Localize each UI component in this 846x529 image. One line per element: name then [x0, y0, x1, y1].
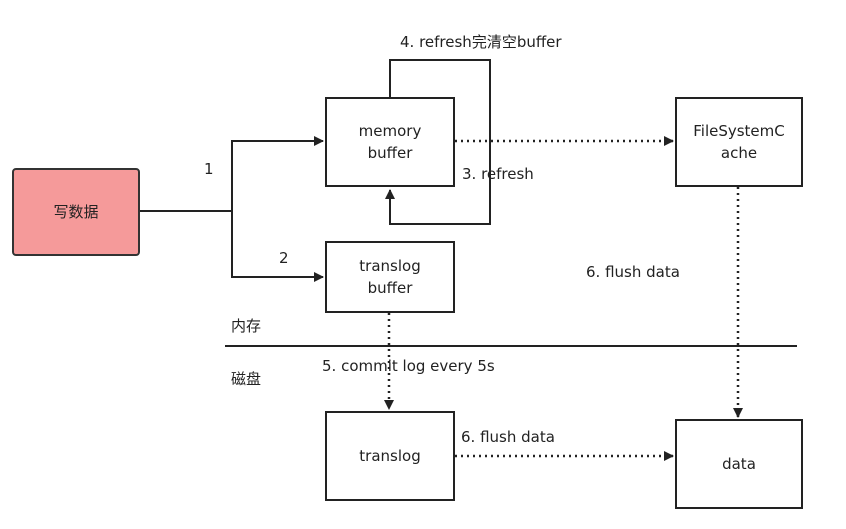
translog-label: translog: [359, 447, 421, 465]
step1-label: 1: [204, 160, 214, 178]
step6-cache-label: 6. flush data: [586, 263, 680, 281]
write-data-label: 写数据: [53, 203, 99, 221]
edge-step4-refresh-loop: [385, 59, 491, 225]
filesystem-cache-label: FileSystemC ache: [693, 122, 785, 162]
data-node: data: [675, 419, 803, 509]
edge-step1-memory-buffer: [231, 136, 324, 211]
step3-label: 3. refresh: [462, 165, 534, 183]
memory-buffer-node: memory buffer: [325, 97, 455, 187]
write-data-node: 写数据: [12, 168, 140, 256]
translog-node: translog: [325, 411, 455, 501]
step2-label: 2: [279, 249, 289, 267]
memory-zone-label: 内存: [231, 317, 262, 335]
memory-buffer-label: memory buffer: [358, 122, 422, 162]
step5-label: 5. commit log every 5s: [322, 357, 495, 375]
translog-buffer-node: translog buffer: [325, 241, 455, 313]
step6-translog-label: 6. flush data: [461, 428, 555, 446]
data-label: data: [722, 455, 756, 473]
step4-label: 4. refresh完清空buffer: [400, 33, 562, 51]
translog-buffer-label: translog buffer: [359, 257, 421, 297]
filesystem-cache-node: FileSystemC ache: [675, 97, 803, 187]
edge-step2-translog-buffer: [231, 211, 324, 282]
disk-zone-label: 磁盘: [231, 370, 262, 388]
